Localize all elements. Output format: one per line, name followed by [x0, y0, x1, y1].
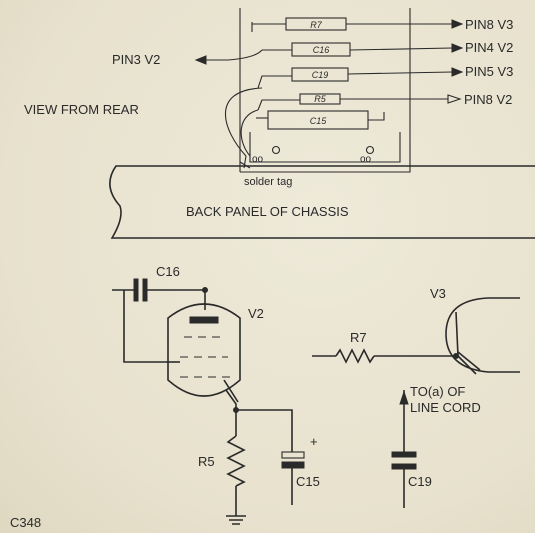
terminal-strip	[249, 132, 401, 163]
pin-label-r7: PIN8 V3	[465, 17, 513, 32]
schematic-c15: + C15	[236, 409, 320, 505]
v2-plate	[189, 316, 219, 324]
c15-plus-label: +	[310, 434, 318, 449]
v2-label: V2	[248, 306, 264, 321]
tube-v3: V3	[430, 286, 520, 375]
back-panel-outline	[109, 165, 535, 239]
pin-label-c16: PIN4 V2	[465, 40, 513, 55]
terminal-mark-right: oo	[360, 154, 372, 165]
c16-return-wire	[123, 290, 166, 363]
solder-tag-label: solder tag	[244, 176, 292, 188]
r5-zigzag	[226, 435, 246, 487]
terminal-board-outline	[239, 8, 411, 173]
pin-label-pin3: PIN3 V2	[112, 52, 160, 67]
c19-plate-top	[391, 451, 417, 458]
line-cord-label-1: TO(a) OF	[410, 384, 465, 399]
r5-box-label: R5	[314, 94, 326, 104]
c16-label: C16	[156, 264, 180, 279]
rear-r5: R5 PIN8 V2	[257, 92, 512, 111]
c19-plate-bottom	[391, 463, 417, 470]
pin-label-c19: PIN5 V3	[465, 64, 513, 79]
r7-label: R7	[350, 330, 367, 345]
c15-plate-pos	[281, 451, 305, 459]
arrow-left-icon	[194, 55, 207, 65]
r5-label: R5	[198, 454, 215, 469]
arrow-up-icon	[399, 390, 409, 405]
arrow-right-icon	[451, 19, 464, 29]
schematic-c19: TO(a) OF LINE CORD C19	[391, 384, 481, 508]
c19-label: C19	[408, 474, 432, 489]
back-panel-label: BACK PANEL OF CHASSIS	[186, 204, 349, 219]
r7-zigzag	[335, 348, 375, 364]
wire-loop-inner	[240, 109, 259, 157]
c16-plate-left	[133, 278, 139, 302]
view-from-rear-label: VIEW FROM REAR	[24, 102, 139, 117]
pin-label-r5: PIN8 V2	[464, 92, 512, 107]
rear-r7: R7 PIN8 V3	[251, 17, 513, 32]
terminal-mark-left: oo	[252, 154, 264, 165]
c19-box-label: C19	[312, 70, 329, 80]
wire-loop-outer	[224, 87, 263, 157]
ground-icon	[226, 515, 246, 525]
schematic-r5: R5	[198, 410, 246, 505]
v2-envelope	[167, 303, 241, 397]
c15-plate-neg	[281, 461, 305, 469]
c15-box-label: C15	[310, 116, 328, 126]
junction-dot	[202, 287, 208, 293]
mount-screw-right	[365, 145, 375, 155]
v3-element	[455, 311, 459, 357]
schematic-section: C16 V2 R5	[10, 264, 520, 530]
back-panel-section: BACK PANEL OF CHASSIS	[109, 165, 535, 239]
junction-dot	[453, 353, 459, 359]
rear-c15: C15	[256, 110, 385, 130]
arrow-right-icon	[451, 43, 464, 53]
rear-view-section: R7 PIN8 V3 C16 PIN4 V2 PIN3 V2 C19	[24, 8, 513, 188]
rear-c19: C19 PIN5 V3	[257, 64, 513, 89]
c15-label: C15	[296, 474, 320, 489]
arrow-right-icon	[447, 94, 462, 104]
mount-screw-left	[271, 145, 281, 155]
ground-symbol	[226, 505, 246, 525]
figure-id-label: C348	[10, 515, 41, 530]
r7-box-label: R7	[310, 20, 322, 30]
schematic-c16: C16	[112, 264, 208, 363]
v2-cathode	[225, 389, 237, 410]
schematic-r7: R7	[312, 330, 459, 364]
line-cord-label-2: LINE CORD	[410, 400, 481, 415]
rear-pin3-lead: PIN3 V2	[112, 49, 263, 67]
c16-plate-right	[142, 278, 148, 302]
arrow-right-icon	[451, 67, 464, 77]
c16-box-label: C16	[313, 45, 330, 55]
rear-c16: C16 PIN4 V2	[262, 40, 513, 57]
c19-capacitor-body	[291, 67, 349, 82]
v3-label: V3	[430, 286, 446, 301]
tube-v2: V2	[166, 303, 264, 413]
